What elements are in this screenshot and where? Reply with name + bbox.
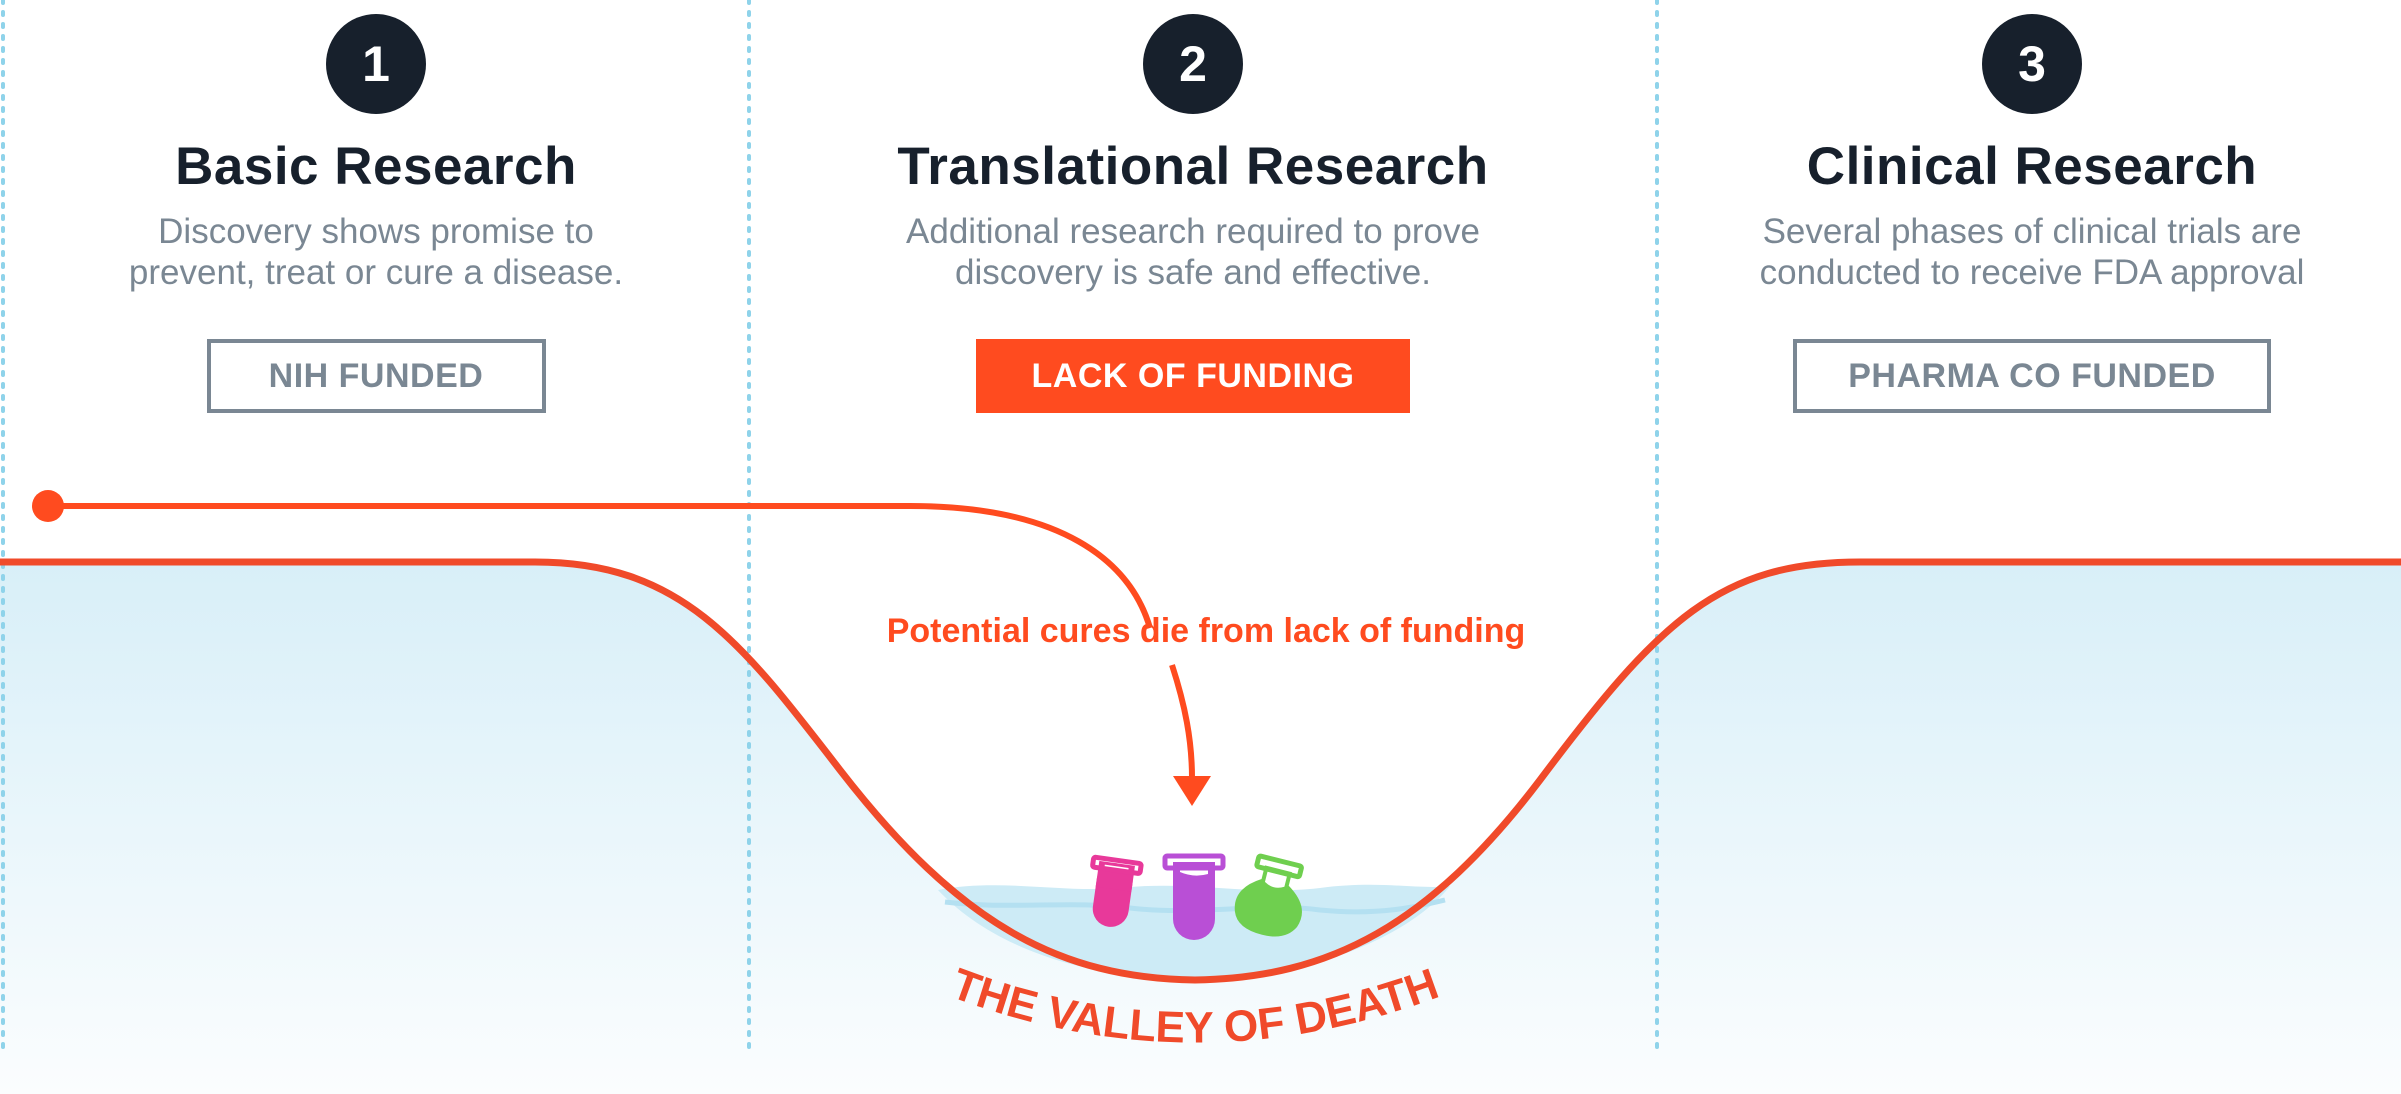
water-surface [944,897,1446,915]
purple-test-tube-icon [1162,853,1226,940]
step-description-line: discovery is safe and effective. [955,253,1431,292]
column-dividers [1,0,1659,1052]
step-description-line: conducted to receive FDA approval [1759,253,2305,292]
step-translational-research: 2 Translational Research Additional rese… [883,0,1503,413]
step-description-line: Discovery shows promise to [158,212,594,251]
arrow-head-icon [1173,776,1211,806]
step-description: Additional research required to prove di… [883,211,1503,293]
step-title: Clinical Research [1806,137,2258,196]
step-number-badge: 1 [326,14,426,114]
step-title: Translational Research [897,137,1489,196]
step-description-line: Several phases of clinical trials are [1762,212,2302,251]
pipeline-arrow-line [1169,664,1195,779]
step-number-badge: 2 [1143,14,1243,114]
step-description: Several phases of clinical trials are co… [1722,211,2342,293]
step-title: Basic Research [175,137,577,196]
pink-test-tube-icon [1090,854,1144,927]
pipeline-line [48,503,1153,629]
valley-curve [0,558,2401,984]
step-description-line: Additional research required to prove [906,212,1480,251]
funding-badge: NIH FUNDED [206,339,546,413]
funding-badge: LACK OF FUNDING [976,339,1410,413]
step-basic-research: 1 Basic Research Discovery shows promise… [66,0,686,413]
funding-badge: PHARMA CO FUNDED [1793,339,2271,413]
green-flask-icon [1234,853,1304,937]
step-description-line: prevent, treat or cure a disease. [128,253,624,292]
step-description: Discovery shows promise to prevent, trea… [66,211,686,293]
annotation-text: Potential cures die from lack of funding [886,612,1526,650]
step-clinical-research: 3 Clinical Research Several phases of cl… [1722,0,2342,413]
valley-fill [0,562,2401,1094]
step-number-badge: 3 [1982,14,2082,114]
